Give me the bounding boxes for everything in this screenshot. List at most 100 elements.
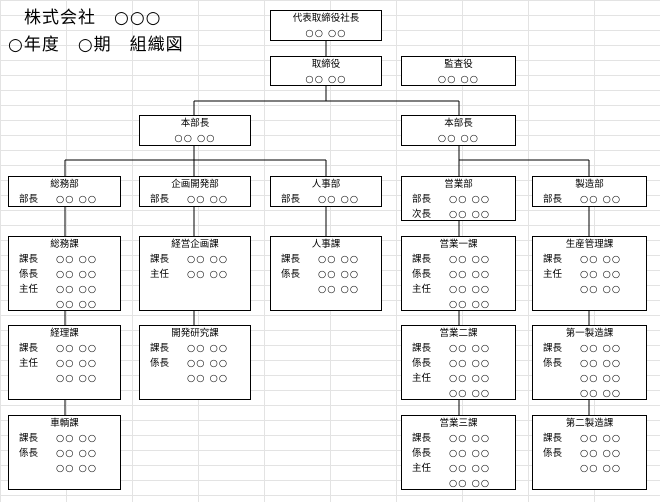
role-label: 主任: [150, 269, 170, 280]
production-mgmt-section-box: 生産管理課 課長○○ ○○ 主任○○ ○○ ○○ ○○: [532, 236, 647, 311]
box-title: 第二製造課: [565, 418, 614, 429]
general-affairs-dept-box: 総務部 部長○○ ○○: [8, 176, 121, 207]
role-label: 部長: [281, 194, 301, 205]
staff-row: 係長○○ ○○: [533, 446, 646, 461]
role-label: 部長: [19, 194, 39, 205]
staff-row: 主任○○ ○○: [533, 267, 646, 282]
person-name: ○○ ○○: [449, 478, 491, 489]
staff-row: ○○ ○○: [9, 297, 120, 312]
person-name: ○○ ○○: [449, 194, 491, 205]
role-label: 係長: [19, 448, 39, 459]
person-name: ○○ ○○: [449, 433, 491, 444]
role-label: 部長: [150, 194, 170, 205]
staff-row: 課長○○ ○○: [271, 252, 381, 267]
staff-row: 係長○○ ○○: [533, 356, 646, 371]
person-name: ○○ ○○: [449, 209, 491, 220]
person-name: ○○ ○○: [449, 388, 491, 399]
person-name: ○○ ○○: [187, 194, 229, 205]
person-name: ○○ ○○: [56, 269, 98, 280]
person-name: ○○ ○○: [187, 358, 229, 369]
person-name: ○○ ○○: [580, 448, 622, 459]
staff-row: ○○ ○○: [9, 461, 120, 476]
box-title: 営業三課: [439, 418, 478, 429]
role-label: 係長: [19, 269, 39, 280]
person-name: ○○ ○○: [580, 433, 622, 444]
person-name: ○○ ○○: [56, 358, 98, 369]
person-name: ○○ ○○: [187, 254, 229, 265]
box-title: 第一製造課: [565, 328, 614, 339]
staff-row: 課長○○ ○○: [140, 252, 250, 267]
staff-row: 係長 ○○ ○○: [402, 356, 515, 371]
person-name: ○○ ○○: [437, 74, 480, 85]
mfg1-section-box: 第一製造課 課長 ○○ ○○ 係長○○ ○○ ○○ ○○ ○○ ○○: [532, 325, 647, 400]
role-label: 主任: [412, 284, 432, 295]
role-label: 課長: [19, 254, 39, 265]
person-name: ○○ ○○: [580, 358, 622, 369]
person-name: ○○ ○○: [580, 254, 622, 265]
staff-row: 係長○○ ○○: [402, 267, 515, 282]
staff-row: 主任○○ ○○: [402, 461, 515, 476]
staff-row: ○○ ○○: [533, 371, 646, 386]
staff-row: 係長○○ ○○: [402, 446, 515, 461]
box-title: 経営企画課: [171, 239, 219, 250]
box-title: 取締役: [311, 59, 341, 70]
role-label: 係長: [412, 358, 432, 369]
person-name: ○○ ○○: [449, 373, 491, 384]
planning-dev-dept-box: 企画開発部 部長○○ ○○: [139, 176, 251, 207]
accounting-section-box: 経理課 課長○○ ○○ 主任○○ ○○ ○○ ○○: [8, 325, 121, 400]
person-name: ○○ ○○: [580, 343, 622, 354]
sales1-section-box: 営業一課 課長○○ ○○ 係長○○ ○○ 主任 ○○ ○○ ○○ ○○: [401, 236, 516, 311]
role-label: 課長: [543, 254, 563, 265]
staff-row: 係長○○ ○○: [9, 446, 120, 461]
auditor-box: 監査役 ○○ ○○: [401, 56, 516, 86]
staff-row: 次長○○ ○○: [402, 207, 515, 222]
box-title: 車輌課: [50, 418, 79, 429]
person-name: ○○ ○○: [449, 343, 491, 354]
box-title: 代表取締役社長: [292, 13, 360, 24]
box-title: 総務課: [50, 239, 79, 250]
person-name: ○○ ○○: [56, 254, 98, 265]
box-title: 本部長: [444, 118, 473, 129]
staff-row: 課長 ○○ ○○: [9, 252, 120, 267]
person-name: ○○ ○○: [580, 388, 622, 399]
staff-row: 部長 ○○ ○○: [402, 192, 515, 207]
staff-row: ○○ ○○: [402, 386, 515, 401]
role-label: 課長: [412, 254, 432, 265]
person-name: ○○ ○○: [580, 194, 622, 205]
person-name: ○○ ○○: [449, 284, 491, 295]
ceo-box: 代表取締役社長 ○○ ○○: [270, 10, 382, 41]
person-name: ○○ ○○: [580, 373, 622, 384]
sales-dept-box: 営業部 部長○○ ○○ 次長○○ ○○: [401, 176, 516, 221]
box-title: 人事課: [311, 239, 341, 250]
mfg2-section-box: 第二製造課 課長○○ ○○ 係長○○ ○○ ○○ ○○: [532, 415, 647, 490]
staff-row: 課長○○ ○○: [402, 252, 515, 267]
person-name: ○○ ○○: [580, 463, 622, 474]
staff-row: 係長 ○○ ○○: [9, 267, 120, 282]
person-name: ○○ ○○: [56, 433, 98, 444]
person-name: ○○ ○○: [449, 299, 491, 310]
mgmt-planning-section-box: 経営企画課 課長○○ ○○ 主任 ○○ ○○: [139, 236, 251, 311]
staff-row: ○○ ○○: [9, 371, 120, 386]
staff-row: 部長○○ ○○: [9, 192, 120, 207]
person-name: ○○ ○○: [187, 373, 229, 384]
role-label: 課長: [150, 343, 170, 354]
person-name: ○○ ○○: [318, 269, 360, 280]
staff-row: 課長○○ ○○: [9, 341, 120, 356]
staff-row: 課長 ○○ ○○: [533, 341, 646, 356]
role-label: 主任: [412, 463, 432, 474]
person-name: ○○ ○○: [449, 358, 491, 369]
staff-row: 係長○○ ○○: [140, 356, 250, 371]
person-name: ○○ ○○: [56, 343, 98, 354]
box-title: 本部長: [180, 118, 210, 129]
role-label: 係長: [412, 448, 432, 459]
box-title: 営業一課: [439, 239, 478, 250]
role-label: 課長: [412, 433, 432, 444]
role-label: 課長: [543, 343, 563, 354]
person-name: ○○ ○○: [56, 373, 98, 384]
role-label: 係長: [412, 269, 432, 280]
staff-row: ○○ ○○: [533, 461, 646, 476]
role-label: 部長: [412, 194, 432, 205]
staff-row: ○○ ○○: [140, 371, 250, 386]
staff-row: 課長 ○○ ○○: [402, 431, 515, 446]
role-label: 課長: [19, 433, 39, 444]
